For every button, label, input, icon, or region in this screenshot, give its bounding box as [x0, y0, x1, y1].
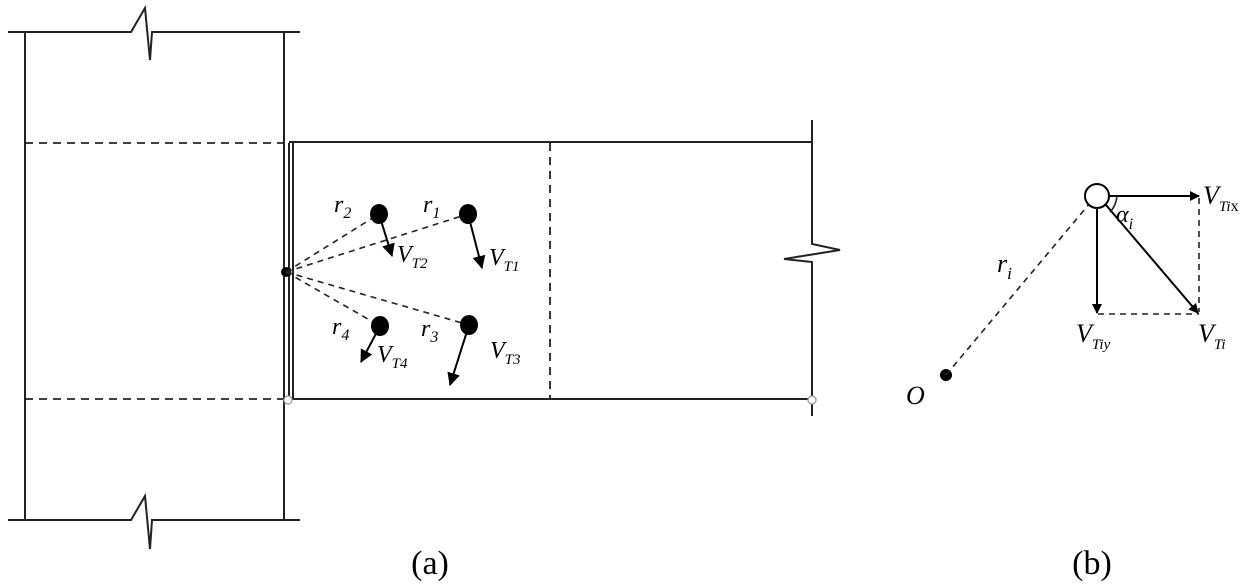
vx-label: VTix — [1203, 181, 1239, 215]
angle-arc — [1109, 195, 1118, 213]
bolt-symbol — [1084, 183, 1110, 209]
radius-line-1 — [285, 213, 469, 273]
column — [8, 4, 300, 550]
vti-arrow — [1105, 204, 1199, 314]
force-arrow-3 — [447, 324, 470, 386]
beam — [283, 120, 841, 416]
column-top-break — [8, 4, 300, 61]
radius-label-2: r2 — [334, 192, 351, 222]
radius-label-1: r1 — [423, 192, 440, 222]
force-arrow-2 — [378, 213, 395, 257]
panel-a: r1 r2 r3 r4 VT1 VT2 VT3 VT4 (a) — [8, 4, 841, 582]
angle-label: αi — [1116, 202, 1133, 233]
radius-line-2 — [285, 213, 380, 273]
weld-point-left — [283, 395, 293, 405]
force-label-2: VT2 — [397, 242, 428, 272]
weld-point-right — [807, 395, 817, 405]
vti-label: VTi — [1198, 319, 1226, 353]
radius-line-4 — [285, 271, 381, 327]
panel-b: αi ri O VTix VTiy VTi (b) — [906, 181, 1239, 582]
force-arrow-1 — [467, 213, 486, 269]
panel-a-caption: (a) — [411, 545, 449, 582]
force-label-4: VT4 — [377, 342, 408, 372]
radius-label-4: r4 — [332, 314, 349, 344]
radius-label: ri — [997, 249, 1012, 283]
force-label-3: VT3 — [490, 338, 521, 368]
origin-label: O — [906, 381, 925, 410]
beam-break-line — [783, 120, 841, 416]
force-arrow-4 — [360, 325, 381, 363]
radius-label-3: r3 — [421, 316, 438, 346]
panel-b-caption: (b) — [1072, 545, 1112, 582]
column-bottom-break — [8, 492, 300, 550]
radius-line-3 — [285, 271, 470, 326]
radius-line — [945, 202, 1091, 376]
vy-label: VTiy — [1076, 319, 1111, 353]
force-label-1: VT1 — [489, 245, 520, 275]
